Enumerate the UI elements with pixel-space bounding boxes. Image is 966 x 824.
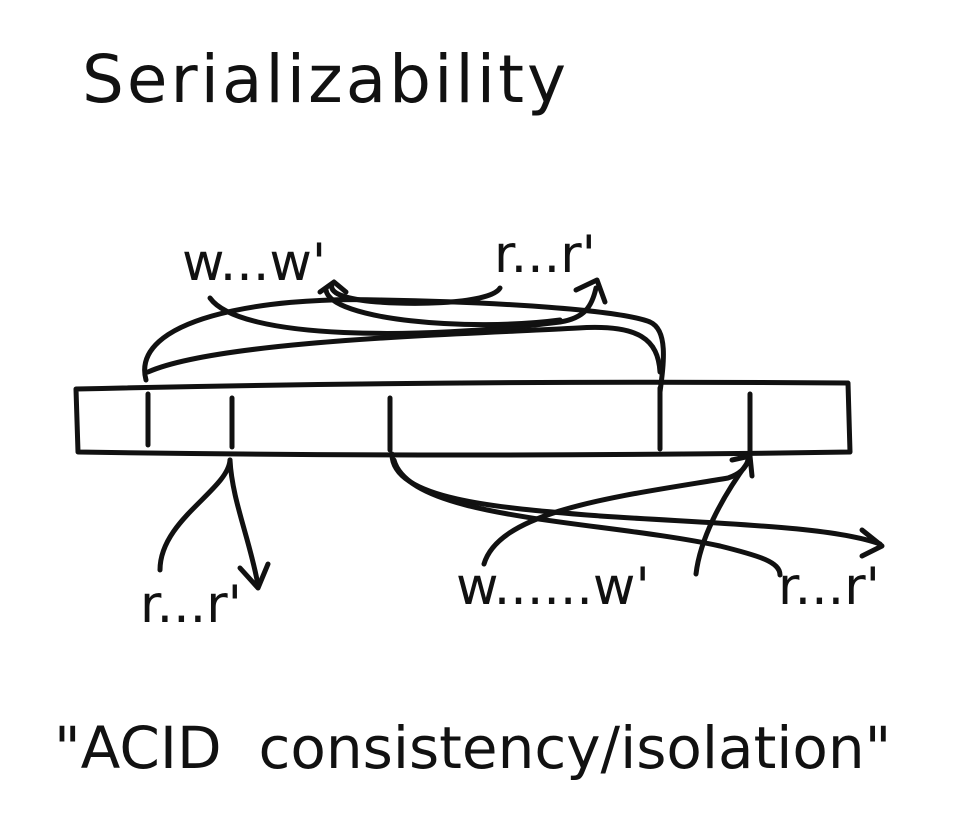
- top-arc-w-prime-loop: [323, 287, 563, 328]
- top-arc-r-to-w-prime: [329, 281, 503, 306]
- bottom-label-w-w: w......w': [456, 557, 650, 617]
- arrowhead-w-prime-top: [317, 279, 349, 295]
- arrowhead-tick-5: [729, 453, 755, 479]
- arrowhead-r-prime-top: [573, 277, 608, 305]
- bottom-label-r-r-left: r...r': [140, 575, 242, 635]
- timeline-bar: [73, 379, 853, 458]
- top-label-r-r: r...r': [494, 225, 596, 285]
- top-arc-inner: [145, 324, 663, 375]
- bottom-left-arc-r-prime: [227, 457, 261, 588]
- bottom-arc-w-up: [481, 457, 751, 567]
- page-title: Serializability: [82, 41, 569, 118]
- arrowhead-bottom-left: [237, 561, 271, 591]
- top-arc-w-to-r: [207, 285, 599, 336]
- caption: "ACID consistency/isolation": [54, 714, 891, 782]
- top-arc-outer: [142, 297, 666, 395]
- arrowhead-bottom-right: [859, 527, 885, 559]
- bottom-left-arc-r: [157, 457, 233, 573]
- bottom-label-r-r-right: r...r': [778, 557, 880, 617]
- bottom-arc-w-to-w-prime: [391, 457, 783, 578]
- top-label-w-w: w...w': [182, 233, 326, 293]
- bottom-arc-w-prime-up: [693, 459, 751, 577]
